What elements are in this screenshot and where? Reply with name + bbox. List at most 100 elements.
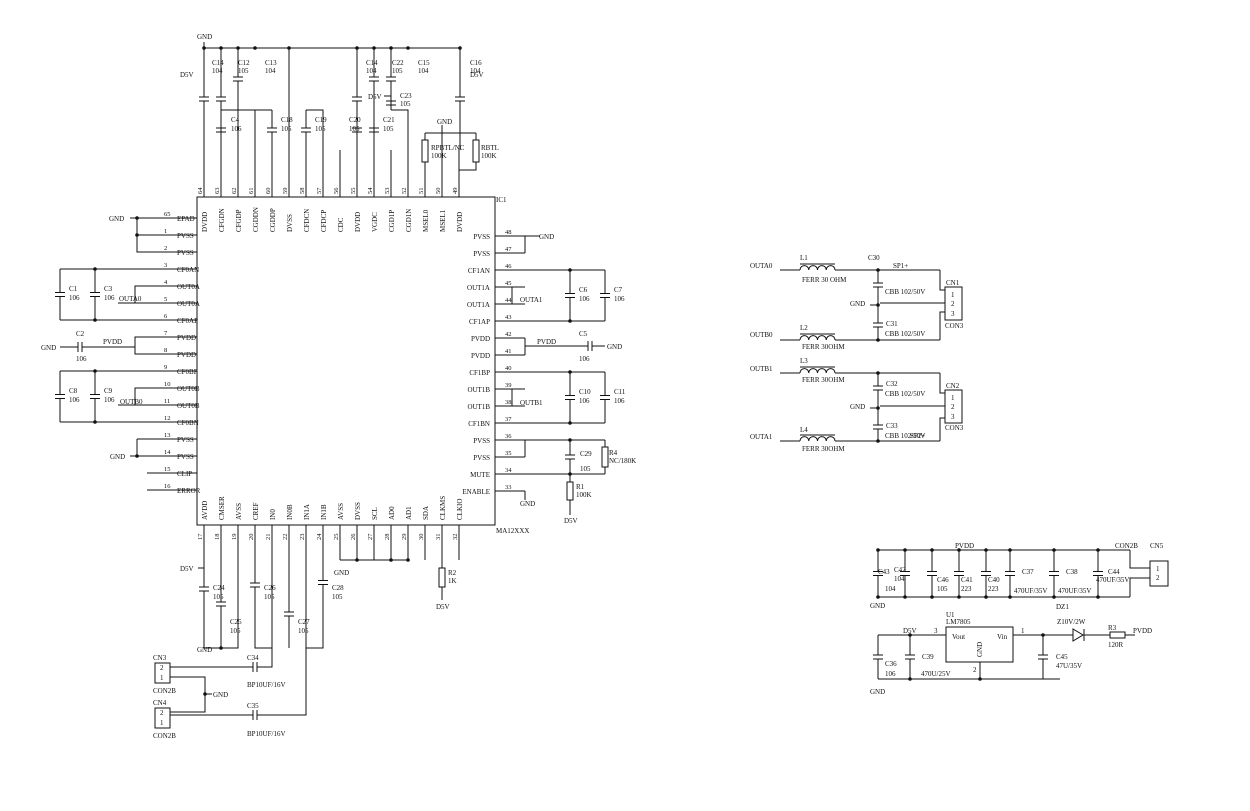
- label-gnd-r35: GND: [520, 500, 535, 508]
- label-c42: C42: [894, 566, 906, 574]
- junction: [1041, 633, 1045, 637]
- junction: [93, 318, 97, 322]
- pin-name: CF1BP: [469, 369, 490, 377]
- label-c42-v: 104: [894, 575, 905, 583]
- label-cn3-t: CON2B: [153, 687, 176, 695]
- pin-number: 5: [164, 296, 167, 303]
- pin-number: 32: [452, 534, 459, 541]
- label-cn2-t: CON3: [945, 424, 964, 432]
- cn3-body: [154, 662, 171, 684]
- label-cn3: CN3: [153, 654, 167, 662]
- pin-name: PVSS: [473, 233, 490, 241]
- pin-name: AVDD: [201, 501, 209, 520]
- label-rpbtl-v: 100K: [431, 152, 447, 160]
- label-c35-v: BP10UF/16V: [247, 730, 286, 738]
- pin-number: 60: [265, 188, 272, 195]
- labels: GNDD5VC14104C12105C13104C14104C22105C151…: [41, 33, 1164, 740]
- label-u1-p2: 2: [973, 666, 977, 674]
- pin-name: PVDD: [177, 334, 196, 342]
- label-c8: C8: [69, 387, 78, 395]
- label-outb0: OUTB0: [750, 331, 773, 339]
- label-outb1-net: OUTB1: [520, 399, 543, 407]
- wire: [939, 270, 945, 291]
- label-c9: C9: [104, 387, 113, 395]
- inductor: [799, 265, 836, 271]
- pin-number: 8: [164, 347, 167, 354]
- label-cn2-p2: 2: [951, 403, 955, 411]
- label-d5v-r1: D5V: [564, 517, 578, 525]
- label-c16-v: 104: [470, 67, 481, 75]
- ic-ma12xxx: IC1MA12XXX65EPAD1PVSS2PVSS3CF0AN4OUT0A5O…: [164, 187, 529, 540]
- pin-number: 59: [282, 188, 289, 195]
- pin-name: OUT0A: [177, 300, 200, 308]
- label-c15-v: 104: [418, 67, 429, 75]
- pin-number: 50: [435, 188, 442, 195]
- label-cn5: CN5: [1150, 542, 1164, 550]
- pin-number: 47: [505, 246, 512, 253]
- outa0-short: [134, 285, 147, 304]
- junction: [876, 338, 880, 342]
- label-c5: C5: [579, 330, 588, 338]
- label-r4-v: NC/180K: [609, 457, 636, 465]
- label-c29: C29: [580, 450, 592, 458]
- label-d5v-c23: D5V: [368, 93, 382, 101]
- label-c9-v: 106: [104, 396, 115, 404]
- label-cn2: CN2: [946, 382, 960, 390]
- label-cn4-t: CON2B: [153, 732, 176, 740]
- label-gnd-l14: GND: [110, 453, 125, 461]
- label-outb1: OUTB1: [750, 365, 773, 373]
- label-cn3-p1: 1: [160, 674, 164, 682]
- label-c43: C43: [878, 568, 890, 576]
- pin-name: PVSS: [177, 436, 194, 444]
- junction: [876, 303, 880, 307]
- pin-name: CDC: [337, 217, 345, 232]
- label-c23-v: 105: [400, 100, 411, 108]
- wire: [263, 560, 273, 668]
- junction: [978, 677, 982, 681]
- pin-number: 18: [214, 534, 221, 541]
- label-cn1-p3: 3: [951, 310, 955, 318]
- label-cn2-p3: 3: [951, 413, 955, 421]
- label-d5v-bl: D5V: [180, 565, 194, 573]
- label-c36-v: 106: [885, 670, 896, 678]
- label-c23: C23: [400, 92, 412, 100]
- label-c44-v: 470UF/35V: [1096, 576, 1129, 584]
- pin-number: 2: [164, 245, 167, 252]
- pin-name: DVSS: [354, 502, 362, 520]
- label-cn1: CN1: [946, 279, 960, 287]
- pin-number: 58: [299, 188, 306, 195]
- outa1-short: [511, 286, 525, 305]
- wire: [939, 417, 945, 441]
- label-c41-v: 223: [961, 585, 972, 593]
- pin-number: 36: [505, 433, 512, 440]
- label-r2-v: 1K: [448, 577, 457, 585]
- junction: [568, 438, 572, 442]
- label-c39-v: 470U/25V: [921, 670, 951, 678]
- label-r2: R2: [448, 569, 457, 577]
- pin-name: PVSS: [177, 232, 194, 240]
- label-d5v-tl: D5V: [180, 71, 194, 79]
- pin-name: AD1: [405, 506, 413, 520]
- label-c1: C1: [69, 285, 78, 293]
- label-cn4: CN4: [153, 699, 167, 707]
- label-c18-v: 105: [281, 125, 292, 133]
- label-gnd-r48: GND: [539, 233, 554, 241]
- label-r3-v: 120R: [1108, 641, 1124, 649]
- label-c3: C3: [104, 285, 113, 293]
- label-c40-v: 223: [988, 585, 999, 593]
- pin-number: 49: [452, 188, 459, 195]
- wire: [100, 336, 147, 348]
- junction: [93, 420, 97, 424]
- label-cn3-p2: 2: [160, 664, 164, 672]
- pin-name: PVSS: [473, 250, 490, 258]
- junction: [876, 371, 880, 375]
- label-rbtl: RBTL: [481, 144, 499, 152]
- label-rpbtl: RPBTL/NC: [431, 144, 465, 152]
- junction: [406, 558, 410, 562]
- pin-name: DVDD: [456, 212, 464, 232]
- pin-name: SDA: [422, 506, 430, 520]
- pin-number: 10: [164, 381, 171, 388]
- pin-name: CFGDP: [235, 209, 243, 232]
- pin-number: 46: [505, 263, 512, 270]
- pin-name: CLKMS: [439, 496, 447, 520]
